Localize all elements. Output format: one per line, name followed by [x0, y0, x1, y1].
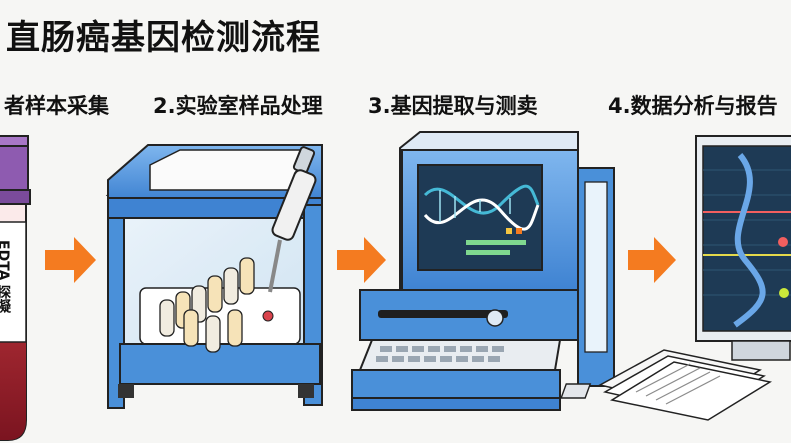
arrow-right-icon — [628, 237, 676, 283]
step-label-data-analysis: 4.数据分析与报告 — [608, 94, 778, 118]
sequencer-icon — [351, 131, 615, 411]
sample-processor-icon — [105, 144, 323, 409]
tube-label: EDTA 探凝 — [0, 240, 11, 315]
dna-helix-icon — [423, 184, 540, 231]
page-title: 直肠癌基因检测流程 — [6, 18, 321, 58]
pipette-icon — [268, 146, 317, 293]
arrow-right-icon — [337, 237, 386, 283]
blood-tube-icon: EDTA 探凝 — [0, 135, 31, 441]
step-label-sample-collection: 者样本采集 — [4, 94, 109, 118]
arrow-right-icon — [45, 237, 96, 283]
step-label-gene-sequencing: 3.基因提取与测卖 — [368, 94, 538, 118]
monitor-icon — [695, 135, 791, 361]
report-papers-icon — [560, 349, 773, 421]
step-label-lab-processing: 2.实验室样品处理 — [153, 94, 323, 118]
